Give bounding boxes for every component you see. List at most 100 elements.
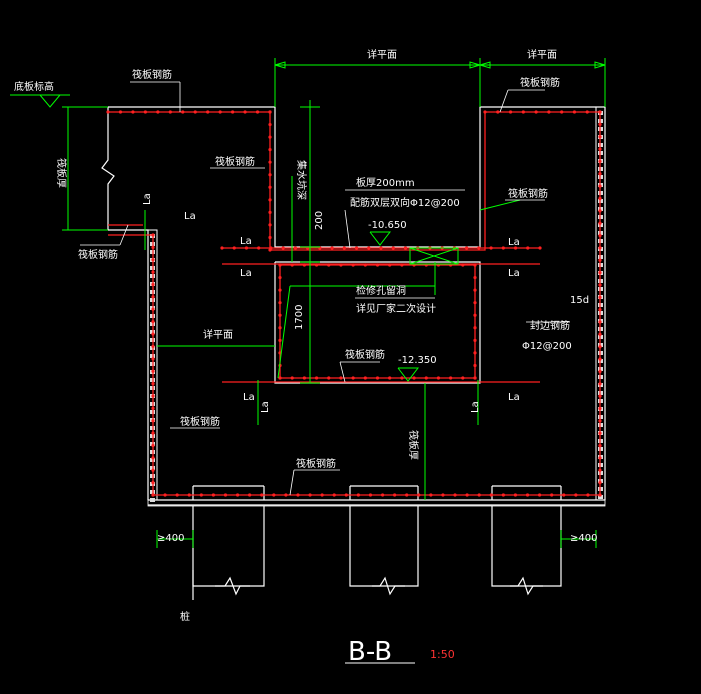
rebar-dot	[598, 184, 602, 188]
rebar-dot	[367, 246, 371, 250]
rebar-dot	[391, 246, 395, 250]
rebar-dot	[473, 301, 477, 305]
rebar-dot	[598, 159, 602, 164]
rebar-dot	[526, 246, 530, 250]
rebar-dot	[268, 235, 272, 240]
pile-middle	[349, 506, 419, 587]
rebar-dot	[151, 270, 155, 274]
rebar-dot	[598, 481, 602, 485]
rebar-dot	[598, 308, 602, 312]
rebar-dot	[351, 376, 355, 380]
rebar-dot	[598, 419, 602, 423]
rebar-dot	[268, 148, 272, 152]
rebar-dot	[356, 493, 360, 497]
rebar-dot	[218, 110, 222, 114]
rebar-dot	[473, 351, 477, 355]
label-raft-rebar-3: 筏板钢筋	[215, 155, 255, 168]
la-5: La	[508, 268, 520, 279]
label-raft-rebar-2: 筏板钢筋	[520, 76, 560, 89]
rebar-dot	[585, 110, 589, 114]
label-repair-hole: 检修孔留洞	[356, 284, 406, 297]
rebar-dot	[151, 468, 155, 472]
rebar-dot	[344, 493, 348, 497]
la-v1: La	[142, 193, 153, 205]
rebar-dot	[151, 357, 155, 361]
pit-inner-box	[274, 261, 481, 384]
rebar-dot	[560, 110, 564, 114]
label-raft-thickness-2: 筏板厚	[407, 430, 420, 460]
rebar-dot	[534, 110, 538, 114]
rebar-dot	[436, 376, 441, 380]
rebar-dot	[151, 456, 155, 460]
label-raft-rebar-5: 筏板钢筋	[508, 187, 548, 200]
rebar-dot	[278, 263, 282, 267]
rebar-dot	[598, 382, 602, 386]
rebar-dot	[320, 493, 324, 497]
rebar-dot	[296, 493, 300, 497]
rebar-dot	[268, 135, 272, 139]
rebar-dot	[199, 493, 203, 497]
la-3: La	[240, 268, 252, 279]
la-v3: La	[470, 401, 481, 413]
rebar-dot	[550, 493, 554, 497]
rebar-dot	[151, 320, 155, 324]
rebar-dot	[598, 258, 602, 262]
rebar-dot	[473, 263, 477, 267]
rebar-dot	[405, 493, 409, 497]
rebar-dot	[473, 326, 477, 330]
rebar-dot	[268, 160, 272, 164]
rebar-dot	[598, 246, 602, 250]
la-1: La	[184, 211, 196, 222]
rebar-dot	[501, 246, 505, 250]
rebar-dot	[521, 110, 525, 114]
label-side-wall-spec: Φ12@200	[522, 341, 572, 352]
rebar-dot	[339, 263, 343, 267]
rebar-dot	[151, 493, 155, 497]
rebar-dot	[143, 110, 147, 114]
label-raft-rebar-1: 筏板钢筋	[132, 68, 172, 81]
rebar-dot	[368, 493, 373, 497]
rebar-dot	[473, 275, 477, 280]
rebar-dot	[302, 376, 306, 380]
rebar-dot	[496, 110, 500, 114]
rebar-dot	[598, 394, 602, 398]
rebar-dot	[151, 406, 155, 410]
rebar-dot	[290, 376, 294, 380]
rebar-dot	[290, 263, 294, 267]
rebar-dot	[465, 246, 469, 250]
rebar-dot	[151, 245, 155, 249]
rebar-dot	[572, 110, 577, 114]
rebar-dot	[598, 196, 602, 201]
rebar-dot	[302, 263, 306, 267]
rebar-dot	[598, 147, 602, 151]
rebar-dot	[598, 320, 602, 324]
rebar-dot	[332, 493, 336, 497]
rebar-dot	[255, 110, 260, 114]
rebar-dot	[483, 110, 487, 114]
rebar-dot	[489, 493, 493, 497]
rebar-dot	[278, 288, 282, 292]
rebar-dot	[151, 344, 155, 349]
rebar-dot	[380, 493, 385, 497]
rebar-dot	[244, 246, 249, 250]
rebar-dot	[538, 246, 542, 250]
la-2: La	[240, 236, 252, 247]
rebar-dot	[351, 263, 355, 267]
label-elev-bottom: -12.350	[398, 355, 437, 366]
rebar-dot	[489, 246, 493, 250]
section-title: B-B	[348, 637, 392, 667]
rebar-dot	[412, 376, 416, 380]
rebar-dot	[284, 493, 288, 497]
label-well-depth: 集水坑深	[295, 160, 308, 200]
rebar-dot	[354, 246, 359, 250]
rebar-dot	[598, 233, 602, 238]
rebar-dot	[268, 198, 272, 202]
la-v2: La	[260, 401, 271, 413]
rebar-dot	[314, 376, 319, 380]
label-side-wall-rebar: 封边钢筋	[530, 319, 570, 332]
label-pile: 桩	[180, 610, 190, 623]
label-raft-rebar-6: 筏板钢筋	[180, 415, 220, 428]
dim-400-left: ≥400	[157, 533, 184, 544]
rebar-dot	[598, 221, 602, 225]
label-raft-rebar-8: 筏板钢筋	[296, 457, 336, 470]
